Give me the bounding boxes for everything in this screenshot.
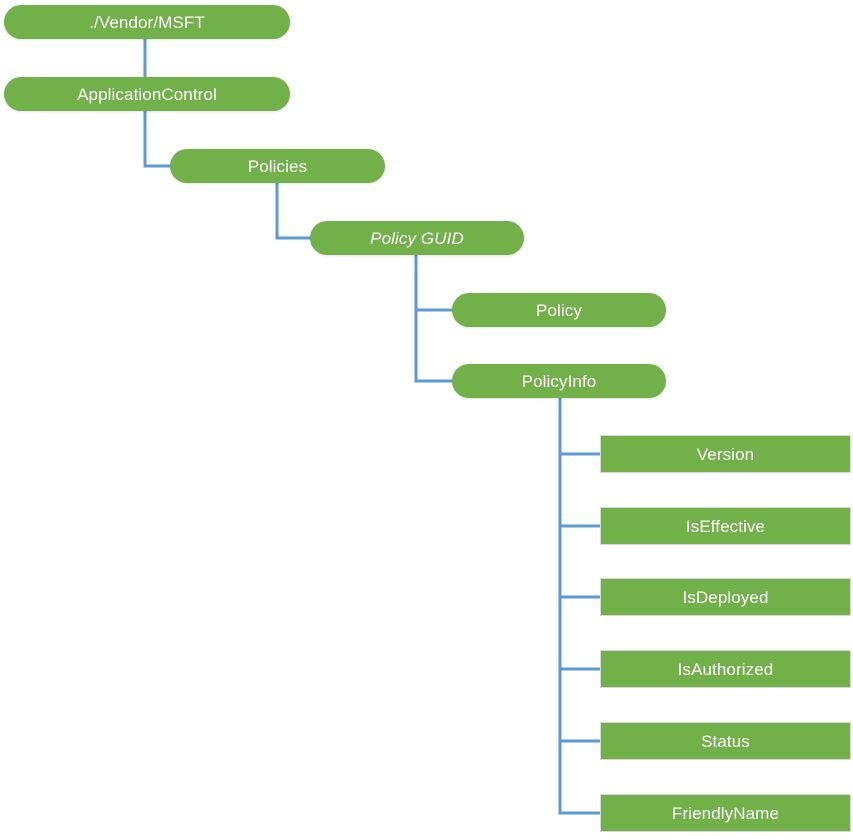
node-label-is-effective: IsEffective: [685, 516, 766, 536]
node-application-control[interactable]: ApplicationControl: [4, 77, 290, 111]
node-label-vendor-msft: ./Vendor/MSFT: [89, 12, 205, 32]
node-label-policy: Policy: [536, 300, 582, 320]
node-label-friendly-name: FriendlyName: [671, 803, 779, 823]
connector-policy-info-to-is-effective: [558, 398, 601, 528]
connector-policy-guid-to-policy: [414, 255, 454, 312]
connector-policy-guid-to-policy-info: [414, 255, 454, 383]
node-label-status: Status: [701, 731, 750, 751]
connector-application-control-to-policies: [143, 111, 172, 168]
connector-policies-to-policy-guid: [275, 183, 312, 240]
node-policy[interactable]: Policy: [452, 293, 666, 327]
connector-policy-info-to-friendly-name: [558, 398, 601, 815]
node-version[interactable]: Version: [600, 435, 851, 473]
node-label-policy-info: PolicyInfo: [521, 371, 597, 391]
node-policy-guid[interactable]: Policy GUID: [310, 221, 524, 255]
connector-policy-info-to-is-deployed: [558, 398, 601, 599]
node-label-is-deployed: IsDeployed: [682, 587, 769, 607]
connector-policy-info-to-version: [558, 398, 601, 456]
node-policies[interactable]: Policies: [170, 149, 385, 183]
node-vendor-msft[interactable]: ./Vendor/MSFT: [4, 5, 290, 39]
node-label-policy-guid: Policy GUID: [370, 228, 464, 248]
node-label-is-authorized: IsAuthorized: [677, 659, 774, 679]
connector-policy-info-to-is-authorized: [558, 398, 601, 671]
node-label-application-control: ApplicationControl: [77, 84, 217, 104]
node-status[interactable]: Status: [600, 722, 851, 760]
node-policy-info[interactable]: PolicyInfo: [452, 364, 666, 398]
node-is-deployed[interactable]: IsDeployed: [600, 578, 851, 616]
node-friendly-name[interactable]: FriendlyName: [600, 794, 851, 832]
node-is-effective[interactable]: IsEffective: [600, 507, 851, 545]
node-is-authorized[interactable]: IsAuthorized: [600, 650, 851, 688]
node-label-version: Version: [696, 444, 755, 464]
node-label-policies: Policies: [247, 156, 308, 176]
connector-policy-info-to-status: [558, 398, 601, 743]
